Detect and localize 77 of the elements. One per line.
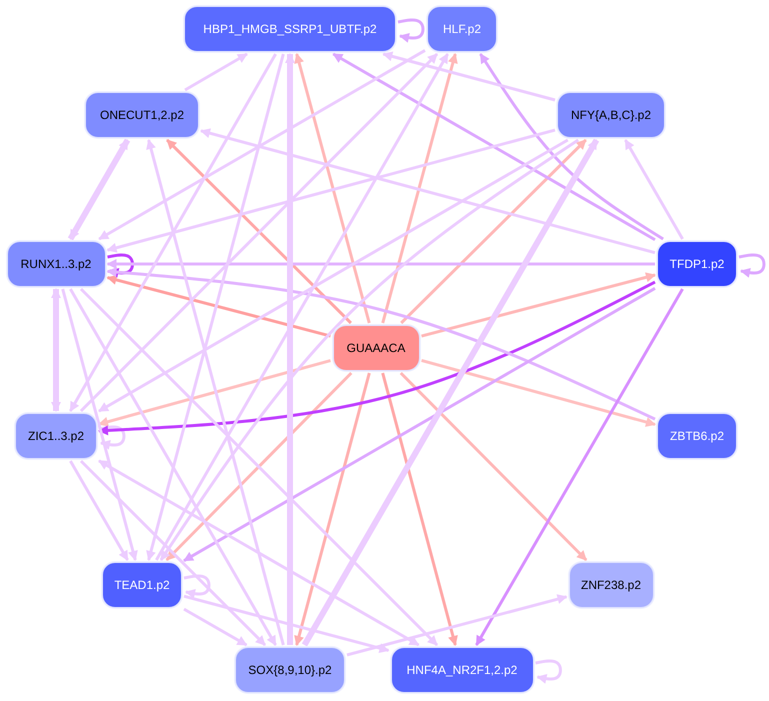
arrow	[535, 659, 562, 684]
arrow	[184, 594, 390, 653]
arrow	[146, 139, 285, 646]
arrow	[285, 53, 295, 645]
arrow	[479, 53, 664, 240]
arrow	[69, 288, 277, 646]
arrow	[146, 54, 285, 561]
arrow	[332, 52, 656, 242]
arrow	[106, 128, 556, 253]
arrow	[381, 53, 458, 324]
arrow	[738, 253, 766, 278]
arrow	[51, 288, 61, 412]
node-box	[557, 92, 665, 138]
arrow	[69, 53, 277, 412]
arrow	[80, 288, 438, 646]
arrow	[302, 138, 600, 646]
arrow	[421, 359, 656, 427]
arrow	[184, 574, 210, 599]
node-label: HNF4A_NR2F1,2.p2	[406, 663, 518, 677]
arrow	[398, 18, 424, 43]
arrow	[200, 128, 656, 254]
arrow	[68, 138, 130, 240]
node-label: GUAAACA	[346, 341, 406, 355]
node-box	[102, 562, 182, 608]
arrow	[98, 359, 331, 427]
arrow	[107, 253, 134, 278]
arrow	[155, 53, 449, 561]
arrow	[400, 372, 588, 562]
node-box	[390, 647, 534, 693]
arrow	[98, 280, 656, 436]
arrow	[160, 138, 580, 561]
arrow	[183, 608, 248, 646]
arrow	[69, 460, 129, 561]
node-box	[657, 241, 737, 287]
arrow	[400, 138, 587, 324]
arrow	[106, 274, 331, 338]
node-box	[15, 413, 97, 459]
node-label: ZBTB6.p2	[670, 429, 724, 443]
arrow	[294, 53, 371, 324]
node-box	[85, 92, 199, 138]
arrow	[382, 52, 556, 102]
node-box	[657, 413, 737, 459]
arrow	[98, 425, 126, 450]
node-label: NFY{A,B,C}.p2	[570, 108, 652, 122]
node-box	[6, 241, 106, 287]
arrow	[475, 288, 684, 646]
arrow	[166, 138, 352, 324]
arrow	[381, 372, 458, 646]
arrow	[80, 460, 266, 646]
arrow	[80, 52, 438, 412]
arrow	[106, 267, 656, 420]
arrow	[106, 259, 655, 269]
arrow	[166, 372, 352, 562]
arrow	[184, 52, 248, 92]
arrow	[98, 138, 569, 412]
arrow	[421, 272, 656, 338]
node-box	[427, 6, 497, 52]
node-label: ONECUT1,2.p2	[100, 108, 184, 122]
node-label: SOX{8,9,10}.p2	[248, 663, 332, 677]
node-label: HBP1_HMGB_SSRP1_UBTF.p2	[203, 22, 377, 36]
arrow	[346, 594, 568, 656]
node-box	[568, 562, 654, 608]
arrow	[183, 287, 656, 562]
node-box	[235, 647, 345, 693]
arrow	[98, 459, 420, 646]
node-label: ZNF238.p2	[580, 578, 642, 592]
node-box	[332, 325, 420, 371]
arrow	[61, 288, 138, 561]
node-label: TEAD1.p2	[114, 578, 170, 592]
arrow	[98, 49, 426, 240]
node-label: RUNX1..3.p2	[20, 257, 92, 271]
node-box	[184, 6, 396, 52]
node-label: TFDP1.p2	[670, 257, 724, 271]
node-label: ZIC1..3.p2	[28, 429, 84, 443]
node-label: HLF.p2	[442, 22, 482, 36]
arrow	[624, 139, 684, 240]
arrow	[294, 372, 371, 646]
